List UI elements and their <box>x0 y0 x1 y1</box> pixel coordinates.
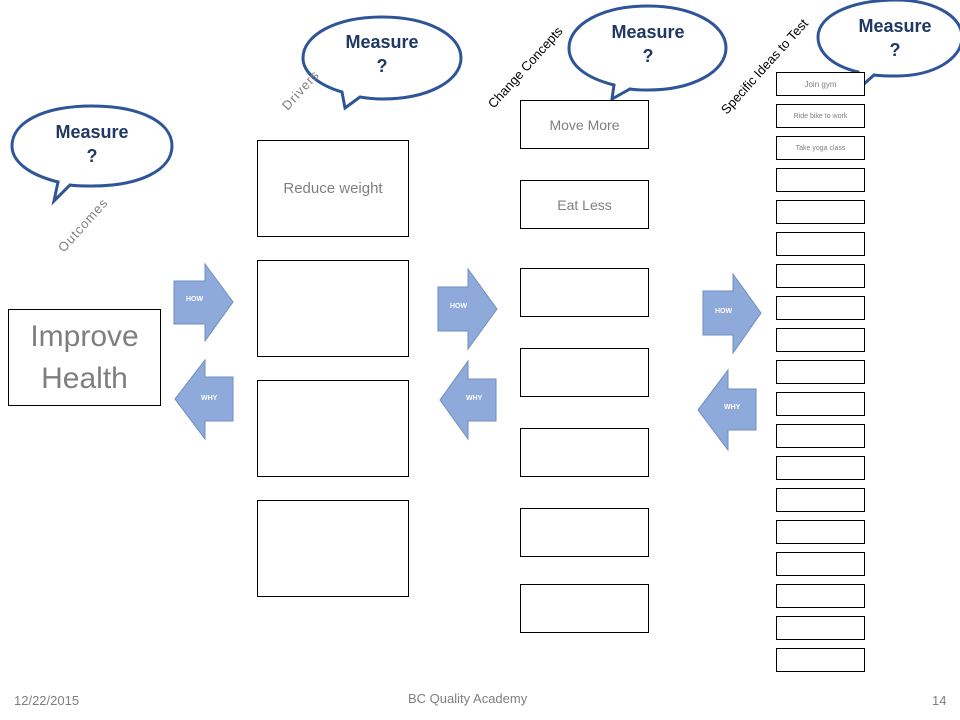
how-label-1: HOW <box>186 296 204 303</box>
how-label-2: HOW <box>450 303 468 310</box>
idea-box-9 <box>776 328 865 352</box>
why-arrow-1 <box>174 358 234 441</box>
concept-box-1: Move More <box>520 100 649 149</box>
idea-box-1: Join gym <box>776 72 865 96</box>
concept-box-5 <box>520 428 649 477</box>
idea-box-12 <box>776 424 865 448</box>
idea-box-2: Ride bike to work <box>776 104 865 128</box>
concept-box-4 <box>520 348 649 397</box>
idea-box-14 <box>776 488 865 512</box>
measure-bubble-4-text: Measure ? <box>845 14 945 63</box>
footer-date: 12/22/2015 <box>14 693 80 708</box>
footer-title: BC Quality Academy <box>408 691 528 706</box>
idea-box-5 <box>776 200 865 224</box>
measure-bubble-2-text: Measure ? <box>330 30 434 79</box>
how-arrow-3 <box>702 272 762 355</box>
outcome-box: Improve Health <box>8 309 161 406</box>
measure-question: ? <box>86 146 98 167</box>
driver-box-1: Reduce weight <box>257 140 409 237</box>
idea-box-18 <box>776 616 865 640</box>
measure-bubble-2 <box>301 15 463 111</box>
how-arrow-1 <box>173 262 234 343</box>
idea-box-3: Take yoga class <box>776 136 865 160</box>
idea-box-10 <box>776 360 865 384</box>
why-label-2: WHY <box>466 395 483 402</box>
idea-box-6 <box>776 232 865 256</box>
idea-box-8 <box>776 296 865 320</box>
concept-box-7 <box>520 584 649 633</box>
driver-box-4 <box>257 500 409 597</box>
idea-box-7 <box>776 264 865 288</box>
measure-bubble-1-text: Measure ? <box>40 120 144 169</box>
how-label-3: HOW <box>715 308 733 315</box>
idea-box-11 <box>776 392 865 416</box>
why-arrow-2 <box>439 359 497 441</box>
idea-box-4 <box>776 168 865 192</box>
idea-box-19 <box>776 648 865 672</box>
measure-label: Measure <box>345 32 419 52</box>
measure-label: Measure <box>858 16 932 36</box>
why-label-3: WHY <box>724 404 741 411</box>
measure-question: ? <box>889 40 901 61</box>
measure-question: ? <box>376 56 388 77</box>
measure-question: ? <box>642 46 654 67</box>
driver-box-3 <box>257 380 409 477</box>
idea-box-13 <box>776 456 865 480</box>
footer-page-number: 14 <box>932 693 947 708</box>
driver-box-2 <box>257 260 409 357</box>
idea-box-17 <box>776 584 865 608</box>
measure-bubble-1 <box>10 104 174 206</box>
why-label-1: WHY <box>201 395 218 402</box>
outcome-line1: Improve <box>30 319 139 353</box>
measure-bubble-3 <box>567 4 728 102</box>
concept-box-6 <box>520 508 649 557</box>
measure-label: Measure <box>55 122 129 142</box>
why-arrow-3 <box>697 368 757 452</box>
how-arrow-2 <box>437 267 498 351</box>
concept-box-3 <box>520 268 649 317</box>
idea-box-15 <box>776 520 865 544</box>
idea-box-16 <box>776 552 865 576</box>
concept-box-2: Eat Less <box>520 180 649 229</box>
measure-bubble-3-text: Measure ? <box>596 20 700 69</box>
outcome-line2: Health <box>41 361 128 395</box>
measure-label: Measure <box>611 22 685 42</box>
measure-bubble-4 <box>816 0 960 96</box>
